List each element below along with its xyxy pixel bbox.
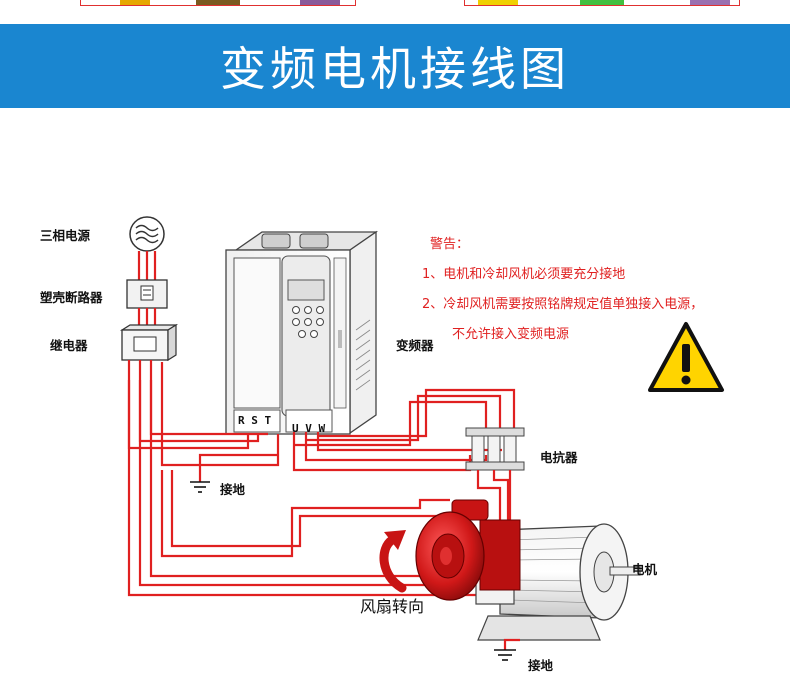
rotation-arrow-icon — [379, 530, 407, 593]
label-breaker: 塑壳断路器 — [40, 290, 103, 305]
label-ground-inverter: 接地 — [220, 482, 246, 497]
label-motor: 电机 — [632, 562, 658, 577]
label-inverter: 变频器 — [396, 338, 434, 353]
top-strip-seg — [196, 0, 240, 5]
top-strip-seg — [580, 0, 624, 5]
label-relay: 继电器 — [50, 338, 88, 353]
warning-triangle-icon — [648, 322, 724, 392]
top-strip-seg — [690, 0, 730, 5]
warning-item-1: 1、电机和冷却风机必须要充分接地 — [422, 266, 625, 282]
terminals-rst: R S T — [238, 414, 271, 427]
relay — [119, 323, 179, 362]
label-ground-motor: 接地 — [528, 658, 554, 673]
warning-item-3: 不允许接入变频电源 — [452, 326, 569, 342]
label-fan-direction: 风扇转向 — [360, 597, 424, 616]
fan-wires — [160, 470, 450, 558]
title-banner: 变频电机接线图 — [0, 24, 790, 108]
reactor — [465, 427, 525, 471]
top-strip-seg — [478, 0, 518, 5]
cooling-fan — [415, 499, 521, 601]
power-wires — [137, 251, 157, 282]
top-strip-seg — [120, 0, 150, 5]
warning-heading: 警告： — [430, 236, 469, 252]
inverter-ground — [190, 453, 278, 493]
power-source — [129, 216, 165, 252]
label-reactor: 电抗器 — [540, 450, 578, 465]
breaker — [126, 279, 168, 309]
terminals-uvw: U V W — [292, 422, 325, 435]
label-power: 三相电源 — [40, 228, 91, 243]
top-strip-seg — [300, 0, 340, 5]
page-title: 变频电机接线图 — [220, 42, 570, 96]
inverter — [225, 230, 379, 435]
warning-item-2: 2、冷却风机需要按照铭牌规定值单独接入电源， — [422, 296, 703, 312]
motor-ground — [494, 638, 520, 661]
input-wires — [127, 360, 480, 597]
top-strip — [0, 0, 790, 8]
